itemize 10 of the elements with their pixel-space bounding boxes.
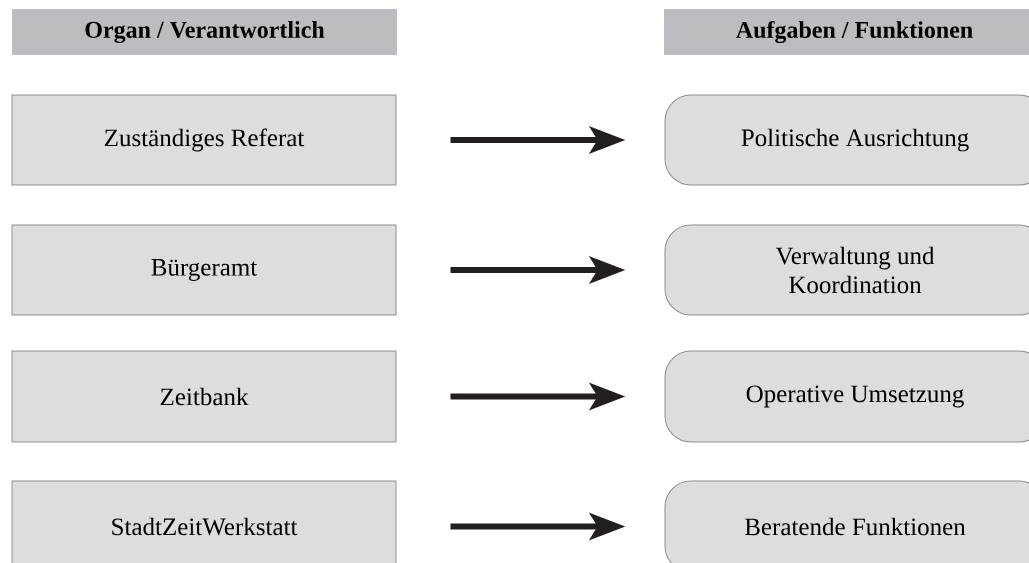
task-box: Verwaltung und Koordination [664,224,1029,316]
organ-box: StadtZeitWerkstatt [11,480,397,563]
column-header: Aufgaben / Funktionen [664,9,1029,55]
organ-box: Bürgeramt [11,224,397,316]
organ-box: Zeitbank [11,350,397,443]
organ-box: Zuständiges Referat [11,94,397,186]
task-box: Operative Umsetzung [664,350,1029,443]
column-header: Organ / Verantwortlich [12,9,397,55]
task-box: Beratende Funktionen [664,480,1029,563]
task-box: Politische Ausrichtung [664,94,1029,186]
